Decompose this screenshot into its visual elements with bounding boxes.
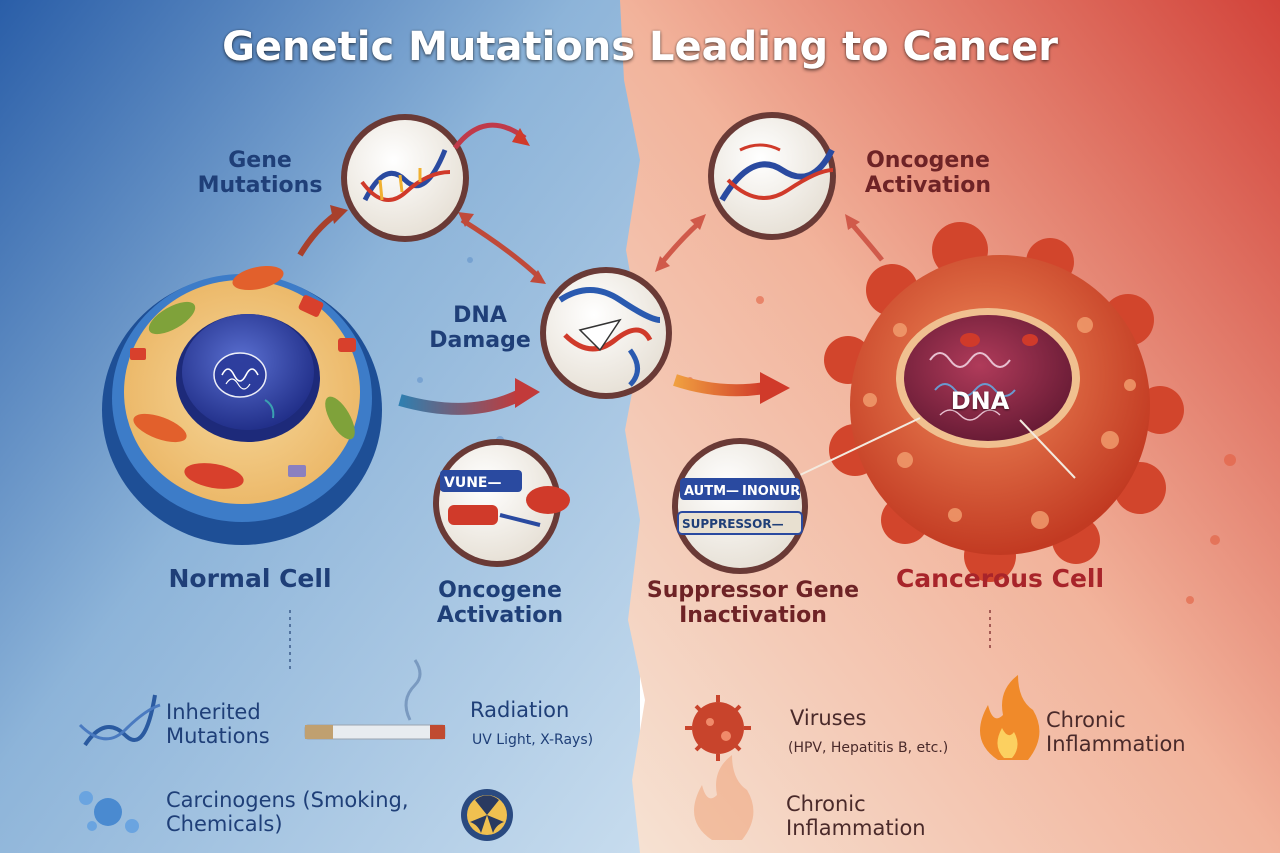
molecule-icon (79, 791, 139, 833)
cause-viruses-detail: (HPV, Hepatitis B, etc.) (788, 740, 949, 756)
cancer-cell-illustration (799, 222, 1184, 582)
label-oncogene-activation-top: Oncogene Activation (864, 148, 992, 199)
suppressor-tag-1: AUTM— (684, 484, 739, 499)
label-suppressor-inactivation: Suppressor Gene Inactivation (646, 578, 860, 629)
virus-icon (685, 695, 751, 761)
oncogene-bubble-top (708, 112, 836, 240)
flow-arrows (297, 205, 884, 415)
dna-icon (78, 694, 161, 747)
suppressor-tag-2: INONUR (742, 484, 800, 499)
label-dna-in-cell: DNA (950, 387, 1010, 415)
label-normal-cell: Normal Cell (168, 564, 332, 593)
gene-mutations-bubble (341, 114, 530, 242)
cause-chronic-inflammation-bottom: Chronic Inflammation (786, 792, 926, 841)
suppressor-bubble: AUTM— INONUR SUPPRESSOR— (672, 438, 808, 574)
normal-cell-illustration (102, 265, 382, 545)
cause-radiation-detail: UV Light, X-Rays) (472, 732, 594, 748)
label-cancerous-cell: Cancerous Cell (895, 564, 1105, 593)
radiation-icon (461, 789, 513, 841)
oncogene-tag: VUNE— (444, 475, 501, 491)
label-gene-mutations: Gene Mutations (197, 148, 323, 199)
cause-viruses-title: Viruses (790, 706, 867, 730)
cause-radiation-title: Radiation (470, 698, 570, 722)
flame-icon (980, 675, 1040, 760)
suppressor-tag-3: SUPPRESSOR— (682, 517, 784, 531)
label-dna-damage: DNA Damage (429, 303, 531, 354)
cigarette-icon (304, 659, 446, 740)
cause-chronic-inflammation-right: Chronic Inflammation (1046, 708, 1186, 757)
oncogene-bubble-bottom: VUNE— (433, 439, 570, 567)
page-title: Genetic Mutations Leading to Cancer (222, 24, 1058, 70)
dna-damage-bubble (540, 267, 672, 399)
cause-inherited-mutations: Inherited Mutations (166, 700, 270, 749)
cause-carcinogens: Carcinogens (Smoking, Chemicals) (166, 788, 409, 837)
label-oncogene-activation-bottom: Oncogene Activation (436, 578, 564, 629)
flame-icon-faded (694, 755, 754, 840)
